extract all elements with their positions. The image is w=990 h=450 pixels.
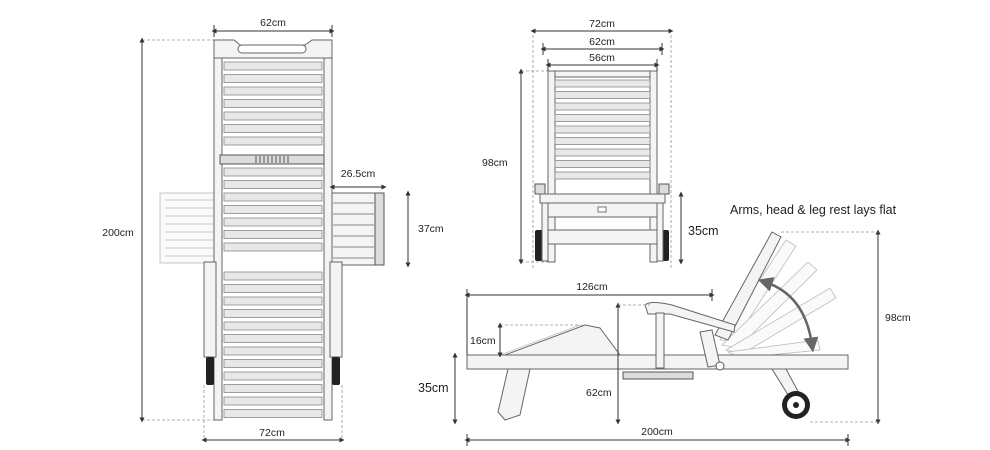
top-right-arm-slats <box>333 202 374 259</box>
slat <box>223 124 323 133</box>
top-left-rail <box>213 39 223 421</box>
slat <box>554 114 651 122</box>
label-arm-depth: 37cm <box>418 223 444 235</box>
label-front-mid: 62cm <box>589 36 615 48</box>
slat <box>223 136 323 146</box>
slat <box>223 309 323 318</box>
top-handle-slot <box>237 44 307 54</box>
slat <box>223 409 323 418</box>
slat <box>554 160 651 168</box>
label-side-total-length: 200cm <box>641 426 673 438</box>
slat <box>554 102 651 111</box>
top-right-wheel <box>332 357 340 385</box>
front-left-arm <box>534 183 546 195</box>
slat <box>223 74 323 83</box>
slat <box>223 205 323 214</box>
label-side-seat-height: 35cm <box>418 381 449 395</box>
slat <box>554 125 651 134</box>
front-view: 72cm 62cm 56cm 98cm 35cm <box>482 18 719 270</box>
label-side-seat-length: 126cm <box>576 281 608 293</box>
label-side-leg-rise: 16cm <box>470 335 496 347</box>
slat <box>223 61 323 71</box>
slat <box>223 296 323 306</box>
front-seat-frame <box>539 193 666 204</box>
top-left-arm-ghost-slats <box>165 199 215 257</box>
label-side-total-height: 98cm <box>885 312 911 324</box>
slat <box>554 148 651 157</box>
top-seat-slats <box>223 167 323 252</box>
slat <box>223 271 323 281</box>
top-right-armrest <box>329 261 343 358</box>
side-front-leg <box>497 368 531 421</box>
label-side-arm-height: 62cm <box>586 387 612 399</box>
slat <box>223 180 323 189</box>
top-left-wheel <box>206 357 214 385</box>
slat <box>223 384 323 393</box>
slat <box>223 86 323 96</box>
slat <box>223 217 323 227</box>
label-front-seat-height: 35cm <box>688 224 719 238</box>
label-arm-extension: 26.5cm <box>341 168 376 180</box>
slat <box>223 167 323 177</box>
top-right-arm <box>329 192 383 266</box>
label-front-inner: 56cm <box>589 52 615 64</box>
slat <box>223 334 323 343</box>
slat <box>223 192 323 202</box>
top-left-arm-ghost <box>159 192 219 264</box>
front-backrest-slats <box>554 79 651 180</box>
label-top-length: 200cm <box>102 227 134 239</box>
slat <box>223 359 323 368</box>
top-legrest-slats <box>223 271 323 418</box>
label-top-bottom-width: 72cm <box>259 427 285 439</box>
slat <box>223 111 323 121</box>
slat <box>554 137 651 145</box>
slat <box>554 171 651 180</box>
slat <box>223 284 323 293</box>
slat <box>223 396 323 406</box>
top-view: 62cm 200cm 72cm 26.5cm 37cm <box>102 17 444 443</box>
label-front-outer: 72cm <box>589 18 615 30</box>
slat <box>223 242 323 252</box>
side-storage-tray <box>622 371 694 380</box>
side-legrest <box>504 324 621 356</box>
slat <box>223 371 323 381</box>
slat <box>554 91 651 99</box>
slat <box>223 230 323 239</box>
top-left-armrest <box>203 261 217 358</box>
side-armrest <box>644 302 736 333</box>
top-backrest-slats <box>223 61 323 146</box>
slat <box>223 99 323 108</box>
slat <box>223 321 323 331</box>
label-top-width: 62cm <box>260 17 286 29</box>
side-view: 126cm 16cm 35cm 62cm 98cm 200cm <box>418 229 911 446</box>
rotation-arrow <box>757 277 819 353</box>
slat <box>554 79 651 88</box>
front-right-arm <box>658 183 670 195</box>
top-right-rail <box>323 39 333 421</box>
label-front-height: 98cm <box>482 157 508 169</box>
side-arm-post <box>655 312 665 369</box>
slat <box>223 346 323 356</box>
caption-text: Arms, head & leg rest lays flat <box>730 203 897 217</box>
side-backrest <box>714 231 782 341</box>
